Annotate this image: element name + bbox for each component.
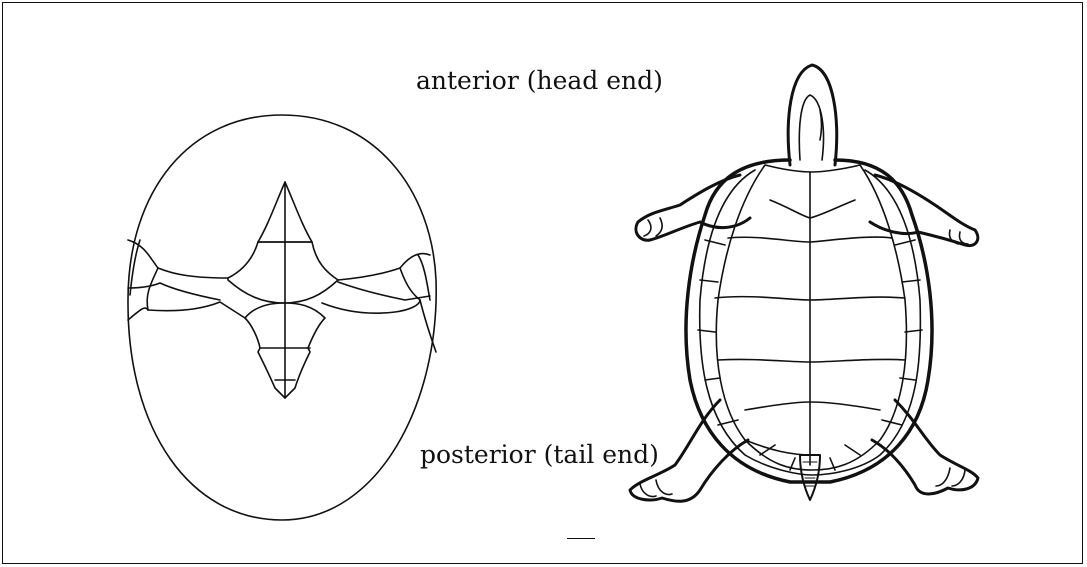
turtle-front-right-leg: [870, 175, 978, 246]
dash-mark: [567, 538, 595, 539]
anterior-label: anterior (head end): [416, 68, 663, 93]
plastron-drawing: [128, 115, 436, 520]
posterior-label: posterior (tail end): [420, 442, 659, 467]
turtle-head: [788, 65, 836, 165]
turtle-plastron: [716, 165, 906, 470]
plastron-outline: [128, 115, 436, 520]
turtle-drawing: [630, 65, 978, 501]
turtle-outer-shell: [686, 160, 932, 482]
plastron-center-scutes: [228, 242, 338, 303]
